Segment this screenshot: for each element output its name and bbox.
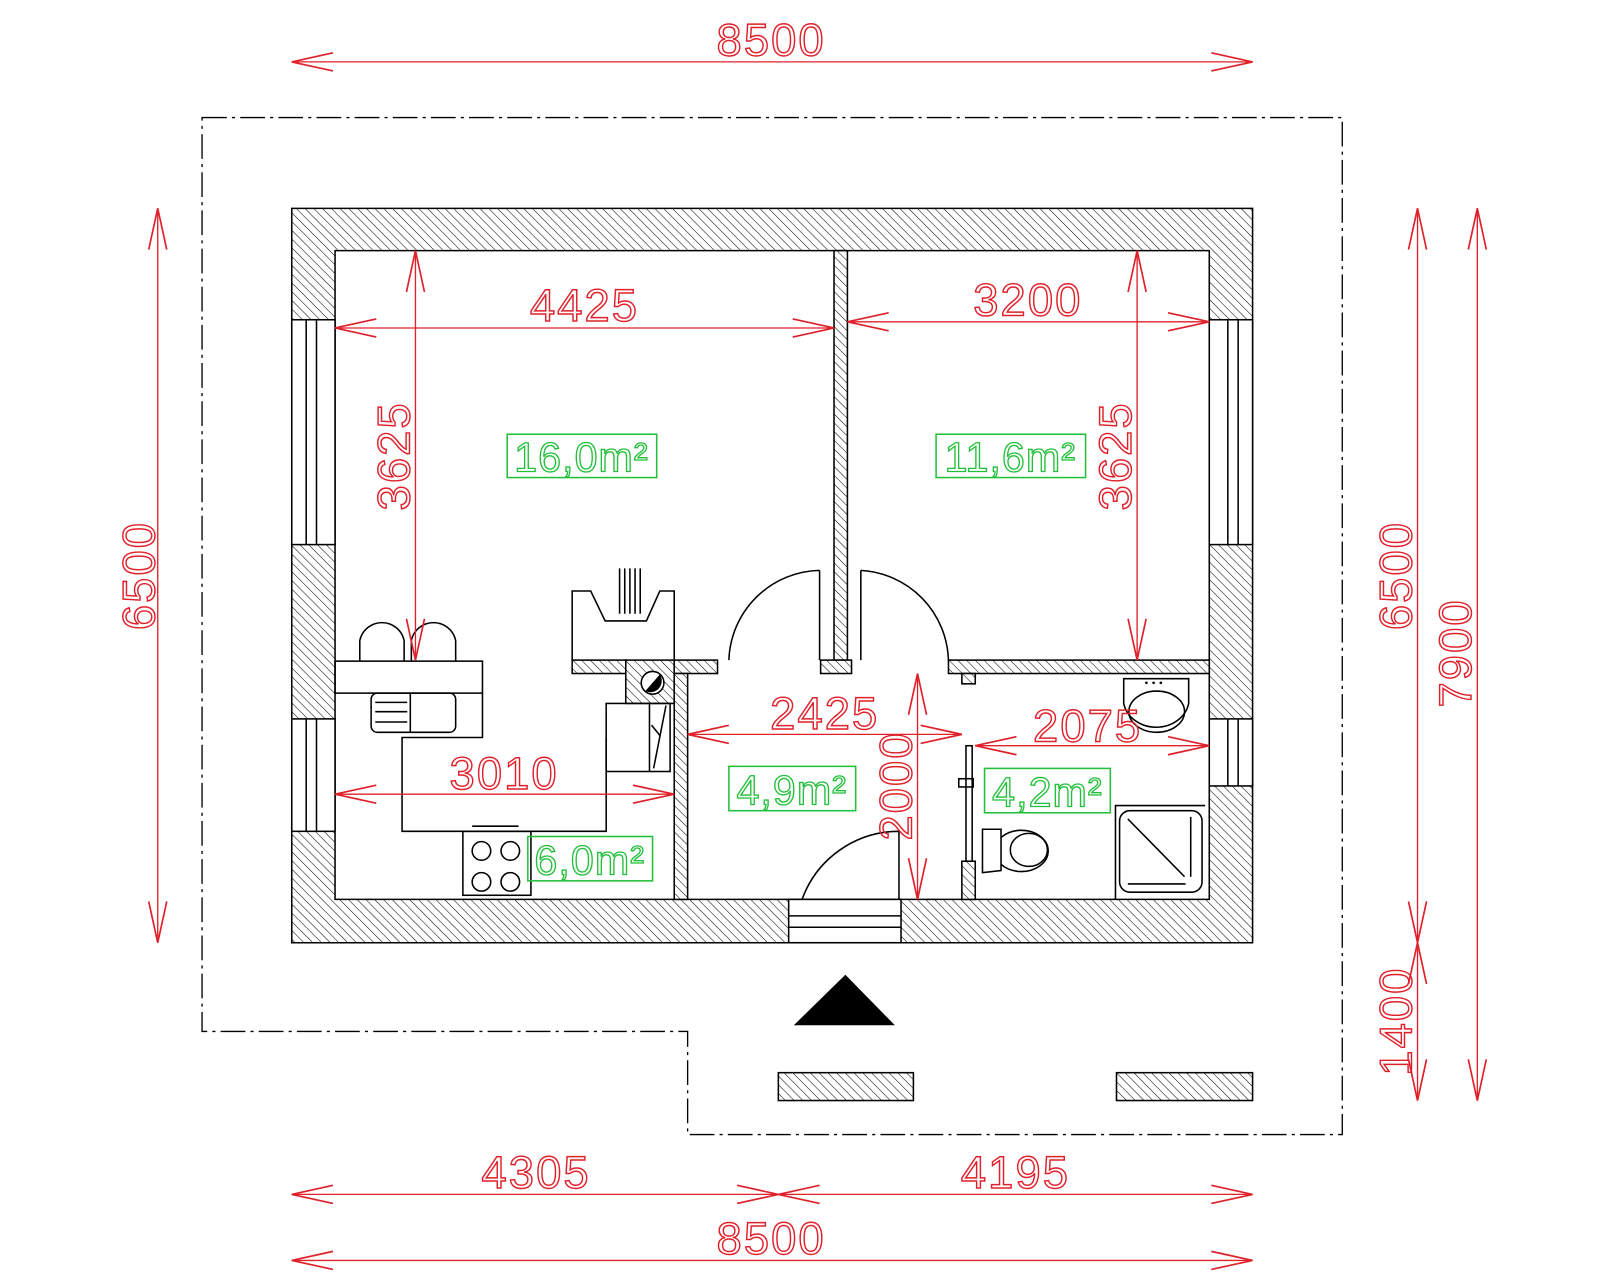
dim-room1-width: 4425	[530, 280, 639, 331]
dim-top-total: 8500	[717, 15, 826, 66]
entrance-threshold	[787, 898, 902, 944]
dim-room2-depth: 3625	[1090, 401, 1141, 510]
area-kitchen: 6,0m²	[534, 838, 645, 884]
window-right-upper	[1208, 318, 1254, 546]
bathroom-fixtures	[981, 677, 1206, 900]
dim-right-total: 7900	[1430, 598, 1481, 707]
radiator	[571, 590, 675, 661]
doors	[728, 569, 974, 900]
window-left-upper	[290, 318, 336, 546]
dim-bath-width: 2075	[1033, 701, 1142, 752]
dimension-lines	[147, 52, 1488, 1271]
counter	[334, 660, 484, 694]
dim-bottom-total: 8500	[717, 1213, 826, 1264]
site-boundary	[201, 116, 1343, 1136]
dim-right-terrace: 1400	[1370, 967, 1421, 1076]
dim-left-height: 6500	[114, 521, 165, 630]
sink	[370, 692, 457, 734]
walls	[290, 207, 1254, 944]
dim-bottom-right: 4195	[961, 1147, 1070, 1198]
terrace-pillar-right	[1115, 1071, 1254, 1102]
dim-room2-width: 3200	[973, 275, 1082, 326]
shower-tray	[1118, 809, 1203, 893]
washbasin	[1122, 677, 1190, 728]
door-entrance	[801, 830, 900, 900]
stove	[462, 830, 532, 897]
area-room1: 16,0m²	[514, 434, 648, 480]
dimension-labels: 8500 6500 6500 1400 7900 4305 4195 8500 …	[113, 14, 1482, 1265]
area-hall: 4,9m²	[736, 768, 847, 814]
toilet	[981, 828, 1049, 874]
dim-hall-width: 2425	[770, 688, 879, 739]
entrance-arrow-icon	[793, 974, 895, 1026]
door-room1	[728, 569, 821, 661]
dim-hall-depth: 2000	[870, 731, 921, 840]
area-bath: 4,2m²	[992, 770, 1103, 816]
dim-kitchen-width: 3010	[450, 748, 559, 799]
window-left-lower	[290, 718, 336, 833]
window-right-lower	[1208, 718, 1254, 787]
windows	[290, 318, 1254, 944]
dim-bottom-left: 4305	[482, 1147, 591, 1198]
area-room2: 11,6m²	[945, 434, 1076, 480]
terrace-pillar-left	[777, 1071, 915, 1102]
door-room2	[860, 569, 950, 661]
dim-room1-depth: 3625	[368, 401, 419, 510]
electric-panel	[605, 702, 671, 773]
dim-right-height: 6500	[1370, 521, 1421, 630]
area-labels: 16,0m² 11,6m² 4,9m² 4,2m² 6,0m²	[506, 433, 1112, 884]
